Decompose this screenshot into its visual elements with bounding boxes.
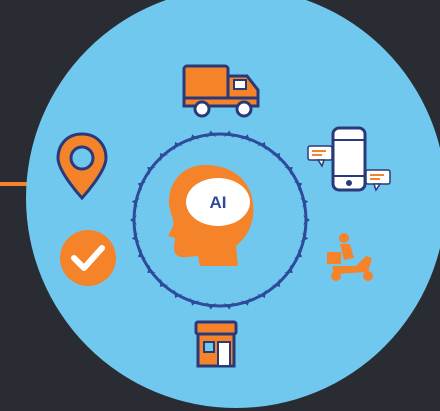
ring-chevron [174, 142, 183, 151]
ring-chevron [131, 232, 140, 243]
ring-chevron [284, 167, 293, 176]
map-pin-icon [56, 132, 108, 201]
ring-chevron [147, 167, 156, 176]
cycle-ring [130, 130, 310, 310]
ring-chevron [174, 289, 183, 298]
ring-chevron [223, 130, 234, 139]
ring-chevron [300, 232, 309, 243]
ai-head-icon: AI [168, 165, 254, 266]
ring-chevron [257, 142, 266, 151]
chat-bubble-left [307, 145, 333, 168]
ring-chevron [206, 301, 217, 310]
ring-chevron [189, 134, 200, 143]
ring-chevron [284, 264, 293, 273]
ring-chevron [137, 249, 147, 259]
ring-chevron [303, 215, 310, 225]
ring-chevron [223, 301, 234, 310]
ring-chevron [159, 153, 169, 162]
ring-chevron [159, 278, 169, 287]
ring-chevron [130, 215, 137, 225]
ring-chevron [300, 197, 309, 208]
ring-chevron [271, 278, 281, 287]
smartphone-chat-icon [307, 126, 391, 192]
ring-chevron [293, 249, 303, 259]
checkmark-icon [60, 230, 116, 286]
ai-bubble [186, 178, 250, 226]
ring-chevron [137, 181, 147, 191]
ai-label: AI [210, 193, 227, 212]
ring-chevron [147, 264, 156, 273]
ring-chevron [131, 197, 140, 208]
ring-chevron [257, 289, 266, 298]
delivery-truck-icon [182, 64, 260, 118]
ring-chevron [240, 297, 251, 306]
scooter-courier-icon [327, 233, 373, 281]
chat-bubble-right [365, 169, 391, 192]
ring-chevron [293, 181, 303, 191]
storefront-icon [194, 320, 238, 368]
ring-chevron [206, 130, 217, 139]
ring-chevron [240, 134, 251, 143]
ring-chevron [271, 153, 281, 162]
ring-chevron [189, 297, 200, 306]
